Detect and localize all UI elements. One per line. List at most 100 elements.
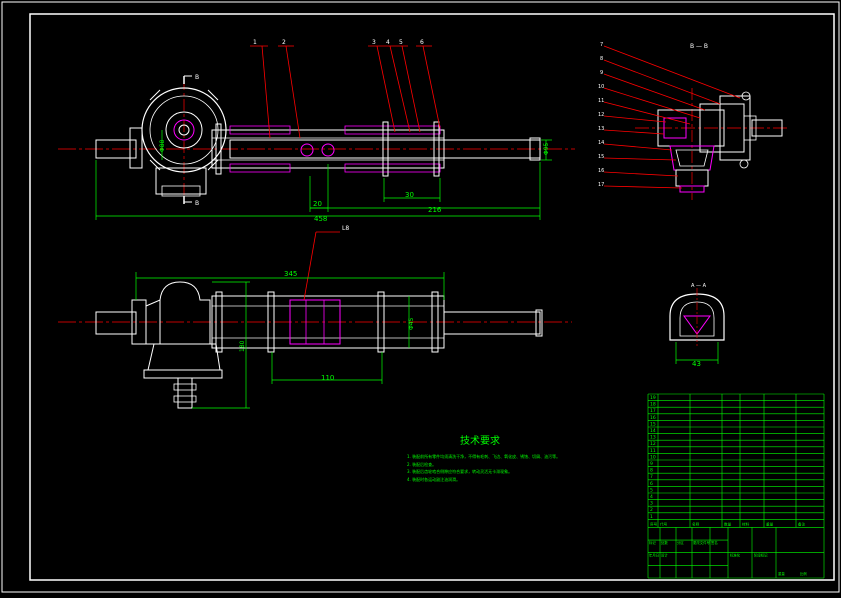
bb-label-7: 7 — [600, 42, 603, 48]
flange-2 — [433, 121, 440, 177]
bb-label-11: 11 — [598, 98, 604, 104]
parts-header-cell: 材料 — [742, 521, 750, 526]
title-block-cell: 年月日 — [649, 553, 659, 558]
section-markers: B B — [183, 74, 199, 207]
title-block-cell: 更改文件号 — [693, 540, 711, 545]
part-label-6: 6 — [420, 39, 424, 46]
housing-ribs — [149, 89, 219, 171]
top-view: 1 2 3 4 5 6 B B — [58, 39, 575, 223]
title-block-cell: 设计 — [661, 553, 668, 558]
title-block-cell: 分区 — [677, 540, 684, 545]
parts-row-number: 11 — [650, 448, 656, 454]
title-block-cell: 标准化 — [730, 553, 741, 558]
dim-housing-88: Φ88 — [159, 139, 166, 152]
tech-req-item-1: 1. 装配前所有零件均须清洗干净，不得有毛刺、飞边、氧化皮、锈蚀、切屑、油污等。 — [407, 453, 560, 459]
housing-base — [155, 167, 207, 195]
parts-row-number: 13 — [650, 435, 656, 441]
rack-end — [529, 137, 541, 161]
dim-overall-458: 458 — [314, 215, 327, 223]
front-part-label: L8 — [342, 225, 349, 232]
dim-small-20: 20 — [313, 200, 322, 208]
tech-requirements: 技术要求 1. 装配前所有零件均须清洗干净，不得有毛刺、飞边、氧化皮、锈蚀、切屑… — [407, 434, 560, 482]
bb-label-10: 10 — [598, 84, 604, 90]
parts-row-number: 10 — [650, 454, 656, 460]
dim-diameter-95: Φ95 — [543, 142, 550, 155]
part-label-3: 3 — [372, 39, 376, 46]
tech-req-item-3: 3. 装配后齿轮啮合侧隙应符合要求，转动灵活无卡滞现象。 — [407, 468, 512, 474]
title-block-cell: 比例 — [800, 571, 807, 576]
section-mark-top: B — [195, 74, 199, 81]
part-label-2: 2 — [282, 39, 286, 46]
detail-dim-43: 43 — [692, 360, 701, 368]
section-bb-labels: 7 8 9 10 11 12 13 14 15 16 17 — [598, 42, 604, 188]
parts-row-number: 18 — [650, 402, 656, 408]
tech-req-title: 技术要求 — [460, 434, 500, 447]
bb-label-14: 14 — [598, 140, 604, 146]
parts-header-cell: 代号 — [660, 521, 668, 526]
flange-1 — [382, 121, 389, 177]
front-dim-text: 345 110 180 Φ45 — [239, 270, 415, 382]
title-block-cell: 标记 — [649, 540, 656, 545]
title-block-cell: 处数 — [661, 540, 668, 545]
parts-header-cell: 备注 — [798, 521, 806, 526]
top-part-labels: 1 2 3 4 5 6 — [253, 39, 424, 46]
tech-req-item-4: 4. 装配时各运动副注油润滑。 — [407, 476, 460, 482]
detail-aa-view: A — A 43 — [669, 283, 725, 368]
housing-foot — [161, 185, 201, 197]
pinion-bore — [178, 124, 190, 136]
clamp-sleeve-right-b — [344, 163, 441, 173]
parts-row-number: 2 — [650, 507, 653, 513]
top-dimensions — [95, 130, 552, 220]
top-dim-text: 458 216 30 20 Φ95 Φ88 — [159, 139, 550, 223]
parts-row-number: 14 — [650, 428, 656, 434]
detail-aa-title: A — A — [691, 283, 707, 289]
input-shaft — [95, 139, 137, 159]
bb-label-16: 16 — [598, 168, 604, 174]
tech-req-item-2: 2. 装配后检查。 — [407, 461, 436, 467]
clamp-sleeve-left — [229, 125, 291, 135]
inner-frame — [29, 13, 835, 581]
parts-row-number: 8 — [650, 468, 653, 474]
title-block-cell: 阶段标记 — [754, 553, 768, 558]
top-leaders — [250, 45, 441, 139]
parts-row-number: 15 — [650, 421, 656, 427]
dim-bearing-110: 110 — [321, 374, 334, 382]
dim-inner-216: 216 — [428, 206, 442, 214]
front-dimensions — [135, 272, 445, 409]
flange-3 — [215, 123, 222, 175]
dim-height-180: 180 — [239, 340, 246, 352]
section-bb-leaders — [603, 45, 741, 189]
parts-row-number: 19 — [650, 395, 656, 401]
section-bb-view: B — B 7 8 9 — [598, 42, 790, 200]
parts-header-cell: 数量 — [724, 521, 732, 526]
bb-label-17: 17 — [598, 182, 604, 188]
parts-row-number: 17 — [650, 408, 656, 414]
parts-header-cell: 序号 — [650, 521, 658, 526]
section-mark-bottom: B — [195, 200, 199, 207]
parts-header-cell: 名称 — [692, 521, 700, 526]
parts-header-cell: 重量 — [766, 521, 774, 526]
parts-row-number: 5 — [650, 487, 653, 493]
bolt-hole-a — [300, 143, 314, 157]
dim-diameter-45: Φ45 — [408, 317, 415, 330]
parts-row-number: 6 — [650, 481, 653, 487]
front-view: L8 345 110 180 Φ45 — [58, 225, 572, 409]
title-block: 19181716151413121110987654321序号代号名称数量材料重… — [647, 393, 825, 579]
bb-label-9: 9 — [600, 70, 603, 76]
pinion-outer — [165, 111, 203, 149]
clamp-sleeve-left-b — [229, 163, 291, 173]
bolt-hole-b — [321, 143, 335, 157]
part-label-1: 1 — [253, 39, 257, 46]
parts-row-number: 1 — [650, 514, 653, 520]
dim-overall-345: 345 — [284, 270, 297, 278]
parts-row-number: 9 — [650, 461, 653, 467]
parts-row-number: 16 — [650, 415, 656, 421]
bb-label-12: 12 — [598, 112, 604, 118]
parts-row-number: 12 — [650, 441, 656, 447]
clamp-sleeve-right — [344, 125, 441, 135]
dim-short-30: 30 — [405, 191, 414, 199]
part-label-4: 4 — [386, 39, 390, 46]
